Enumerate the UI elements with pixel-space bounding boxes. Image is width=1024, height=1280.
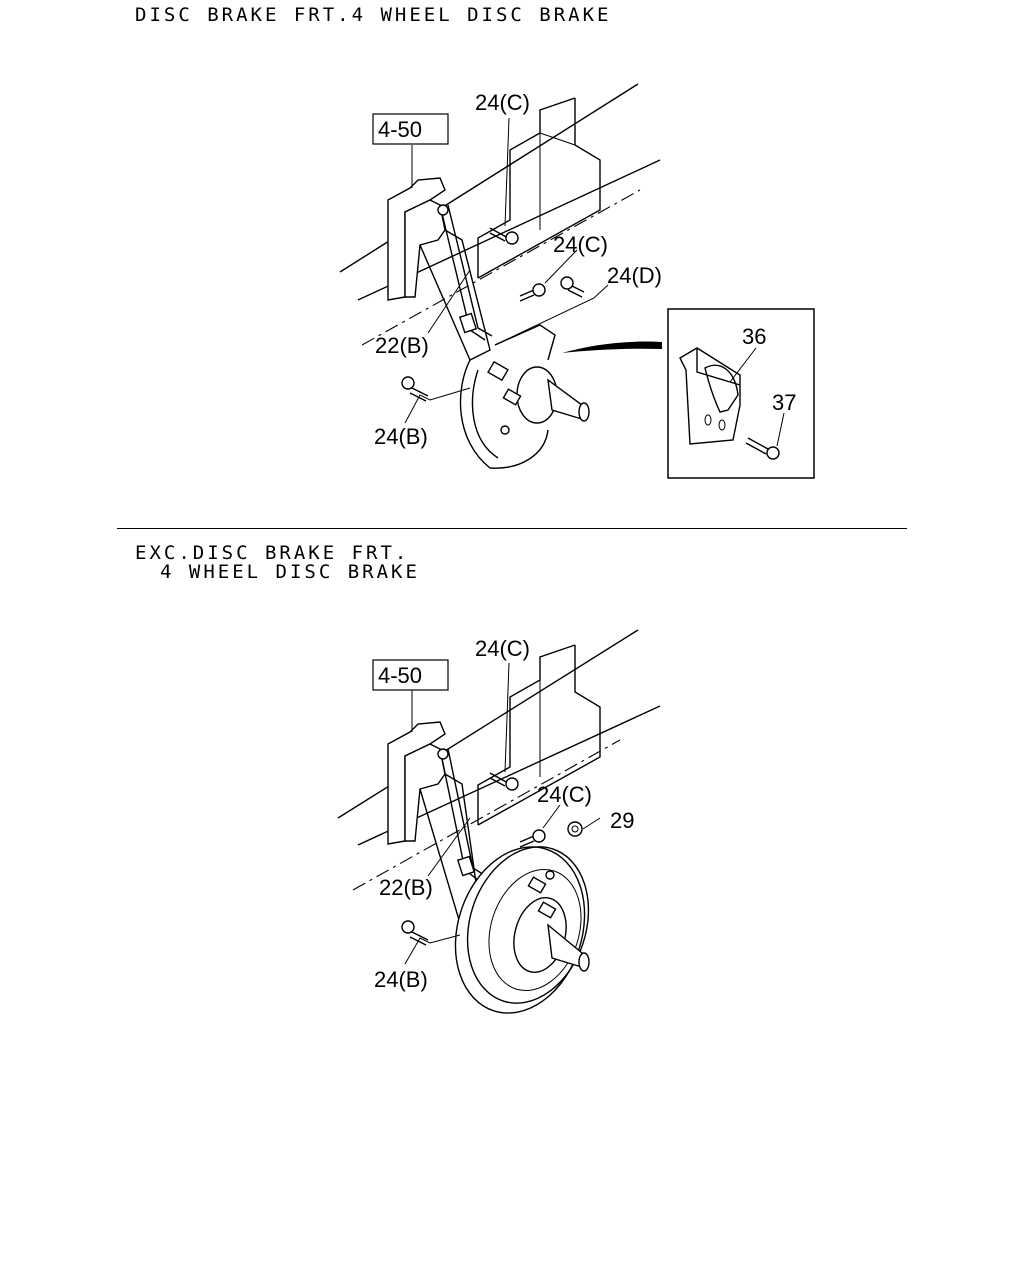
nut-29 xyxy=(567,821,583,837)
brake-hose xyxy=(437,204,493,341)
section-2-heading-line2: 4 WHEEL DISC BRAKE xyxy=(160,561,420,583)
ref-label: 4-50 xyxy=(378,117,422,142)
brake-disc xyxy=(454,846,590,1014)
leader-lines xyxy=(404,117,609,424)
bolt-24b-low xyxy=(401,920,429,946)
diagram-disc-brake: 4-50 24(C) 24(C) 24(D) 22(B) 24(B) 36 37 xyxy=(339,83,815,479)
shock-bracket xyxy=(387,177,491,361)
bolt-24d xyxy=(560,276,585,298)
part-label: 22(B) xyxy=(375,333,429,358)
section-1-heading: DISC BRAKE FRT.4 WHEEL DISC BRAKE xyxy=(135,4,612,26)
bolt-24c-mid xyxy=(519,283,546,302)
ref-box xyxy=(372,659,449,691)
part-label: 36 xyxy=(742,324,766,349)
shock-bracket xyxy=(387,721,483,931)
part-label: 24(C) xyxy=(537,782,592,807)
diagram-exc-disc-brake: 4-50 24(C) 24(C) 29 22(B) 24(B) xyxy=(337,629,661,1014)
leader-lines xyxy=(404,662,601,965)
part-label: 29 xyxy=(610,808,634,833)
part-label: 24(B) xyxy=(374,967,428,992)
bolt-24c-top xyxy=(489,772,519,791)
bolt-24b-low xyxy=(401,376,429,402)
bolt-24c-mid xyxy=(519,829,546,848)
part-label: 37 xyxy=(772,390,796,415)
section-2-heading-line1: EXC.DISC BRAKE FRT. xyxy=(135,542,410,564)
section-divider xyxy=(117,528,907,529)
part-label: 24(C) xyxy=(553,232,608,257)
detail-inset-box xyxy=(667,308,815,479)
ref-box xyxy=(372,113,449,145)
bolt-24c-top xyxy=(489,227,519,245)
knuckle-spindle xyxy=(459,324,590,469)
part-label: 22(B) xyxy=(379,875,433,900)
detail-pointer-arrow xyxy=(562,341,662,353)
ref-label: 4-50 xyxy=(378,663,422,688)
brake-hose xyxy=(437,748,487,881)
part-label: 24(C) xyxy=(475,90,530,115)
part-label: 24(C) xyxy=(475,636,530,661)
part-label: 24(D) xyxy=(607,263,662,288)
part-label: 24(B) xyxy=(374,424,428,449)
